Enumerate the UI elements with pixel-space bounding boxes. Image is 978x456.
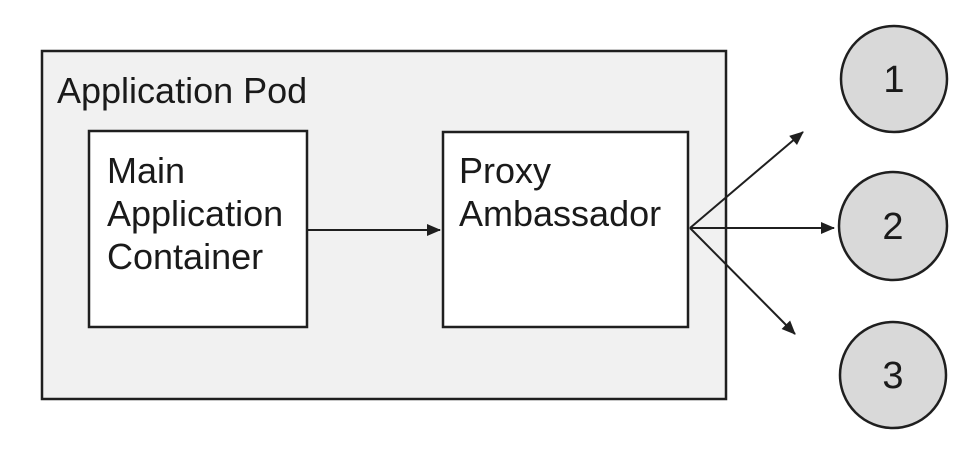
- proxy-ambassador-label: Proxy Ambassador: [459, 150, 661, 234]
- main-label-line-3: Container: [107, 236, 263, 277]
- proxy-ambassador-box: [441, 130, 690, 329]
- endpoint-circle-2: [837, 170, 949, 282]
- endpoint-label-1: 1: [883, 59, 904, 101]
- main-label-line-2: Application: [107, 193, 283, 234]
- main-application-container-box: [87, 129, 309, 329]
- main-label-line-1: Main: [107, 150, 185, 191]
- proxy-label-line-2: Ambassador: [459, 193, 661, 234]
- arrow-proxy-to-endpoint-1: [689, 131, 804, 229]
- arrow-proxy-to-endpoint-3: [689, 227, 796, 335]
- main-application-container-label: Main Application Container: [107, 150, 293, 277]
- endpoint-circle-3: [838, 320, 948, 430]
- endpoint-label-3: 3: [882, 355, 903, 397]
- proxy-label-line-1: Proxy: [459, 150, 551, 191]
- application-pod-label: Application Pod: [57, 70, 307, 111]
- endpoint-circle-1: [839, 24, 949, 134]
- endpoint-label-2: 2: [882, 206, 903, 248]
